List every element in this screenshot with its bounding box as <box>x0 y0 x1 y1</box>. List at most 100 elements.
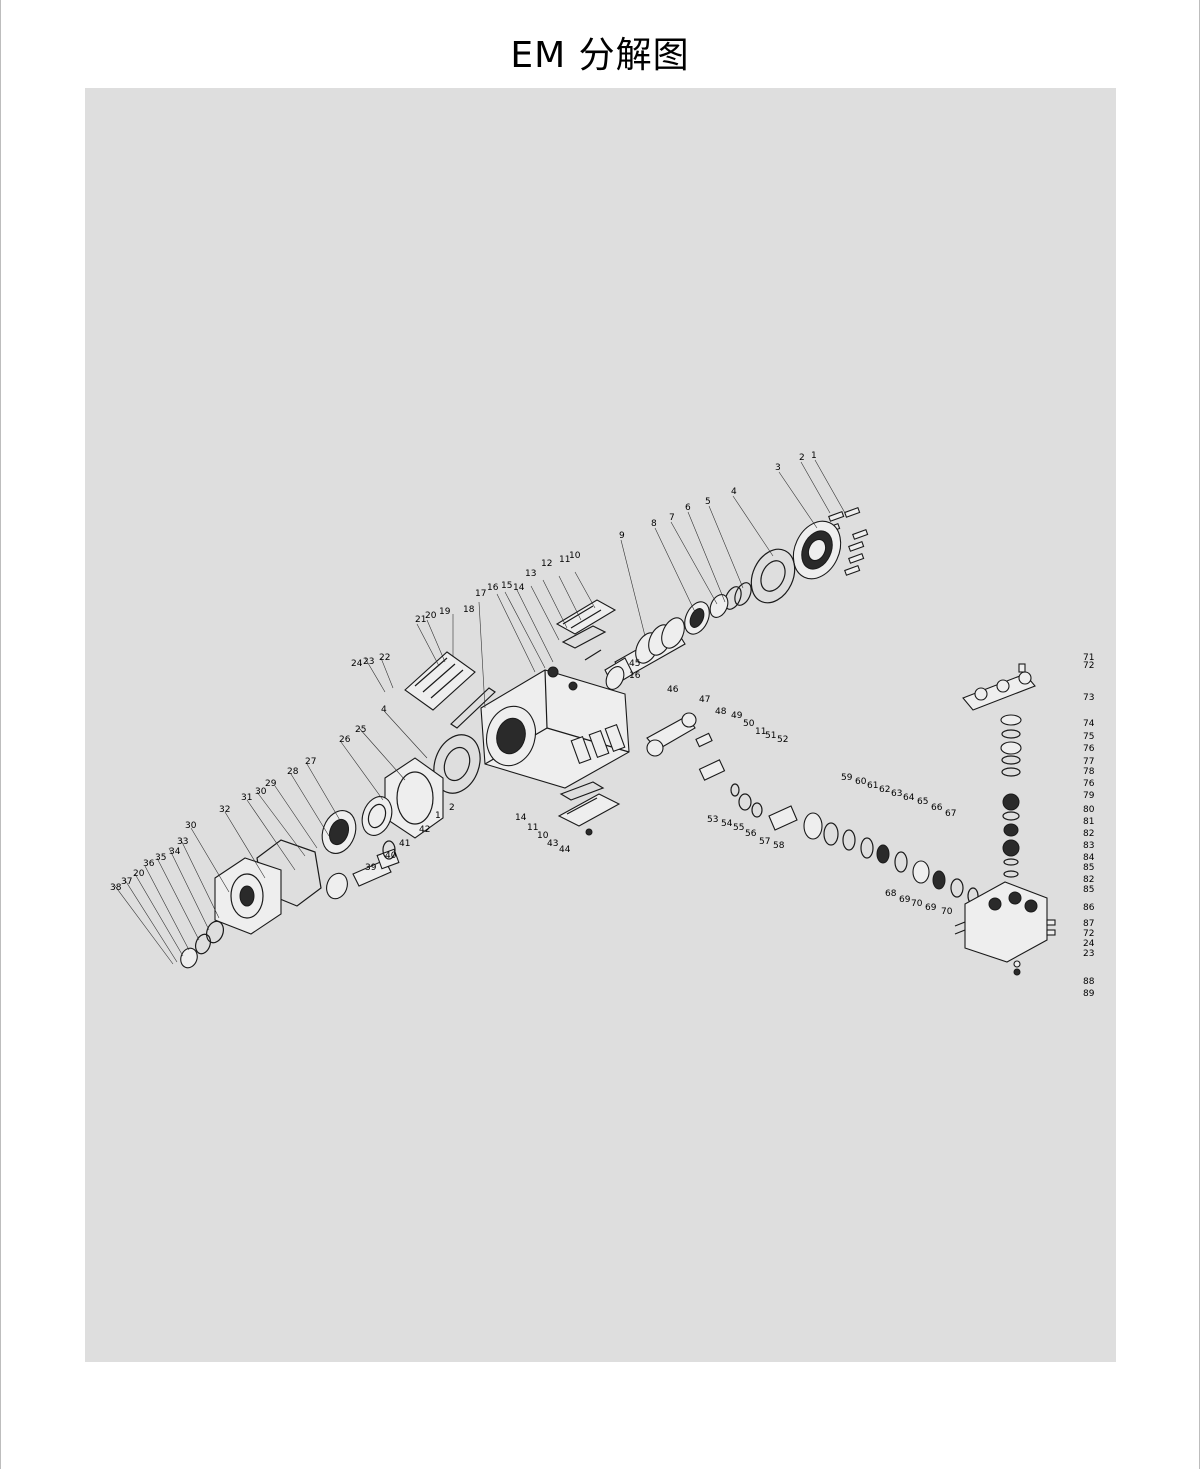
callout-label-14: 14 <box>513 583 525 593</box>
callout-label-32: 32 <box>219 805 230 815</box>
callout-label-24: 24 <box>351 659 363 669</box>
callout-label-45: 45 <box>629 659 640 669</box>
crankcase-housing <box>480 666 630 789</box>
page-title: EM 分解图 <box>510 35 690 76</box>
pinion-shaft <box>326 840 400 900</box>
callout-label-25: 25 <box>355 725 366 735</box>
rear-housing-gasket <box>433 734 481 794</box>
callout-label-2: 2 <box>799 453 805 463</box>
callout-label-23: 23 <box>363 657 374 667</box>
callout-label-53: 53 <box>707 815 718 825</box>
callout-label-46: 46 <box>667 685 679 695</box>
callout-label-79: 79 <box>1083 791 1095 801</box>
callout-label-73: 73 <box>1083 693 1094 703</box>
callout-label-41: 41 <box>399 839 410 849</box>
flange-gasket <box>750 548 796 604</box>
valve-cap-plate <box>962 663 1036 711</box>
callout-label-40: 40 <box>385 851 397 861</box>
callout-label-5: 5 <box>705 497 711 507</box>
crankshaft <box>604 617 686 690</box>
callout-label-11: 11 <box>755 727 766 737</box>
exploded-view-diagram: 1234567891011121314151617181920212223244… <box>85 88 1116 1362</box>
callout-label-38: 38 <box>110 883 122 893</box>
callout-label-17: 17 <box>475 589 486 599</box>
callout-label-14: 14 <box>515 813 527 823</box>
callout-label-33: 33 <box>177 837 188 847</box>
callout-label-52: 52 <box>777 735 788 745</box>
callout-label-64: 64 <box>903 793 915 803</box>
callout-label-37: 37 <box>121 877 132 887</box>
callout-label-48: 48 <box>715 707 727 717</box>
callout-label-13: 13 <box>525 569 536 579</box>
callout-label-23: 23 <box>1083 949 1094 959</box>
callout-label-3: 3 <box>775 463 781 473</box>
callout-label-22: 22 <box>379 653 390 663</box>
callout-label-10: 10 <box>537 831 549 841</box>
seal-kit <box>803 812 979 905</box>
callout-label-71: 71 <box>1083 653 1094 663</box>
callout-label-82: 82 <box>1083 829 1094 839</box>
callout-label-77: 77 <box>1083 757 1094 767</box>
retaining-rings <box>709 582 752 618</box>
callout-label-47: 47 <box>699 695 710 705</box>
callout-label-39: 39 <box>365 863 377 873</box>
callout-label-88: 88 <box>1083 977 1095 987</box>
callout-label-66: 66 <box>931 803 943 813</box>
plunger-guide <box>695 732 763 818</box>
callout-label-1: 1 <box>811 451 817 461</box>
callout-label-24: 24 <box>1083 939 1095 949</box>
callout-label-70: 70 <box>941 907 953 917</box>
callout-label-36: 36 <box>143 859 155 869</box>
callout-label-82: 82 <box>1083 875 1094 885</box>
shaft-seal-set <box>180 920 225 969</box>
callout-label-43: 43 <box>547 839 558 849</box>
callout-label-69: 69 <box>925 903 937 913</box>
bottom-cover-plate <box>557 781 621 836</box>
callout-label-72: 72 <box>1083 929 1094 939</box>
callout-label-11: 11 <box>527 823 538 833</box>
callout-label-2: 2 <box>449 803 455 813</box>
callout-labels: 1234567891011121314151617181920212223244… <box>110 451 1095 999</box>
callout-label-11: 11 <box>559 555 570 565</box>
callout-label-76: 76 <box>1083 744 1095 754</box>
callout-label-72: 72 <box>1083 661 1094 671</box>
callout-label-70: 70 <box>911 899 923 909</box>
plunger <box>768 805 798 831</box>
callout-label-35: 35 <box>155 853 166 863</box>
callout-label-59: 59 <box>841 773 853 783</box>
callout-label-57: 57 <box>759 837 770 847</box>
callout-label-68: 68 <box>885 889 897 899</box>
manifold-head <box>954 881 1048 963</box>
callout-label-56: 56 <box>745 829 757 839</box>
callout-label-21: 21 <box>415 615 426 625</box>
callout-label-85: 85 <box>1083 863 1094 873</box>
callout-label-30: 30 <box>185 821 197 831</box>
callout-label-87: 87 <box>1083 919 1094 929</box>
callout-label-1: 1 <box>435 811 441 821</box>
callout-label-7: 7 <box>669 513 675 523</box>
callout-label-15: 15 <box>501 581 512 591</box>
callout-label-50: 50 <box>743 719 755 729</box>
callout-label-63: 63 <box>891 789 902 799</box>
callout-label-26: 26 <box>339 735 351 745</box>
callout-label-49: 49 <box>731 711 743 721</box>
callout-label-51: 51 <box>765 731 776 741</box>
callout-label-62: 62 <box>879 785 890 795</box>
valve-stack <box>1000 714 1022 878</box>
callout-label-9: 9 <box>619 531 625 541</box>
callout-label-18: 18 <box>463 605 475 615</box>
callout-label-4: 4 <box>731 487 737 497</box>
callout-label-16: 16 <box>487 583 499 593</box>
callout-label-84: 84 <box>1083 853 1095 863</box>
connecting-rod <box>646 712 697 757</box>
bull-gear <box>321 796 393 854</box>
callout-label-16: 16 <box>629 671 641 681</box>
roller-bearing <box>684 601 710 635</box>
callout-label-12: 12 <box>541 559 552 569</box>
callout-label-27: 27 <box>305 757 316 767</box>
callout-label-4: 4 <box>381 705 387 715</box>
callout-label-83: 83 <box>1083 841 1094 851</box>
callout-label-8: 8 <box>651 519 657 529</box>
callout-label-44: 44 <box>559 845 571 855</box>
callout-label-55: 55 <box>733 823 744 833</box>
